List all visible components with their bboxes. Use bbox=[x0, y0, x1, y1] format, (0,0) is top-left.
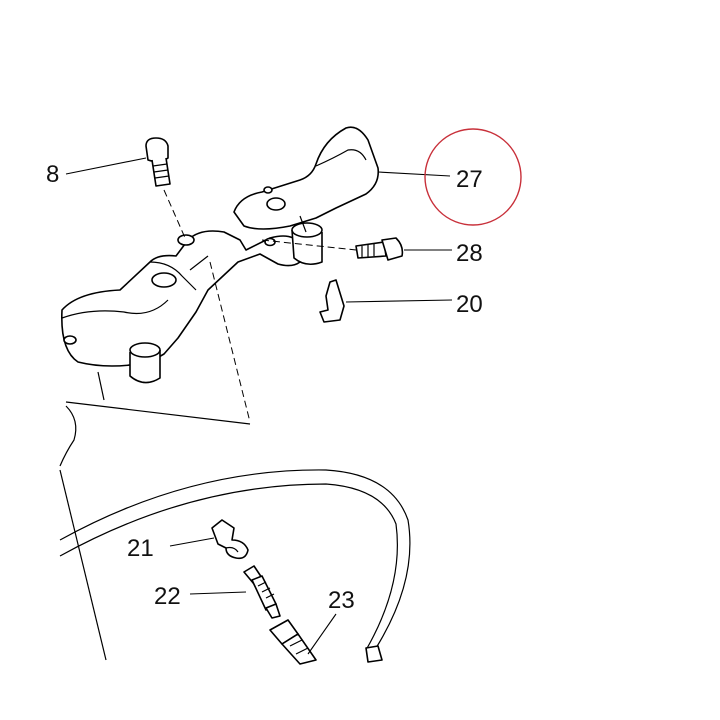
clip-part-20 bbox=[319, 279, 345, 323]
callout-27: 27 bbox=[456, 166, 483, 193]
bracket-part-27 bbox=[233, 126, 380, 233]
callout-28: 28 bbox=[456, 240, 483, 267]
callout-21: 21 bbox=[127, 535, 154, 562]
alignment-lines bbox=[163, 189, 357, 423]
nut-part-23 bbox=[269, 619, 317, 665]
callout-23: 23 bbox=[328, 587, 355, 614]
callout-18: 8 bbox=[46, 161, 59, 188]
leader-lines bbox=[65, 157, 453, 655]
highlight-circle bbox=[424, 128, 522, 226]
callout-20: 20 bbox=[456, 291, 483, 318]
triple-clamp bbox=[61, 222, 323, 384]
callout-22: 22 bbox=[154, 583, 181, 610]
connector-part-22 bbox=[243, 565, 281, 619]
bolt-part-28 bbox=[355, 237, 404, 261]
bolt-part-18 bbox=[145, 137, 171, 187]
frame-outline bbox=[59, 371, 251, 661]
cable-hose bbox=[59, 469, 411, 663]
fitting-part-21 bbox=[211, 519, 249, 560]
